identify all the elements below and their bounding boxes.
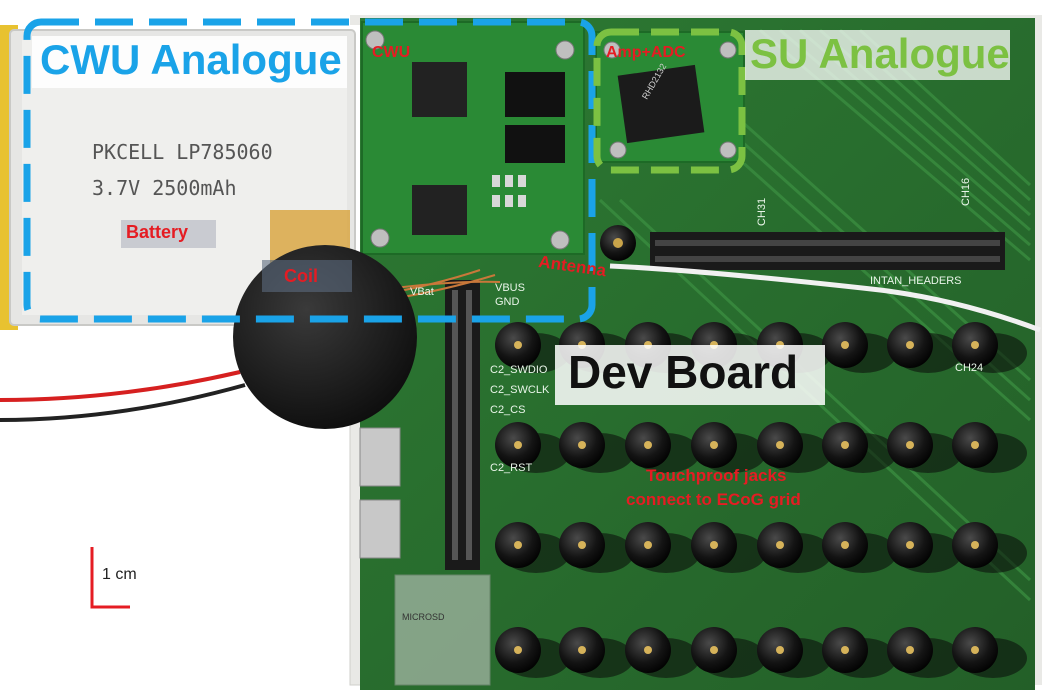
jack-pin [841, 341, 849, 349]
battery-label: Battery [126, 222, 189, 242]
silk-vbat: VBat [410, 286, 434, 298]
silk-c2-swclk: C2_SWCLK [490, 384, 550, 396]
jack-pin [906, 646, 914, 654]
jack-pin [644, 646, 652, 654]
jack-pin [644, 441, 652, 449]
amp-adc-board [595, 31, 745, 163]
silk-vbus: VBUS [495, 282, 525, 294]
battery-print-line1: PKCELL LP785060 [92, 140, 273, 164]
cwu-label: CWU [372, 44, 411, 61]
jack-pin [906, 541, 914, 549]
jack-pin [776, 541, 784, 549]
coil-label: Coil [284, 266, 318, 286]
silk-intan-headers: INTAN_HEADERS [870, 275, 962, 287]
jack-pin [514, 441, 522, 449]
battery-print-line2: 3.7V 2500mAh [92, 176, 237, 200]
jack-pin [906, 341, 914, 349]
jack-pin [971, 341, 979, 349]
jack-pin [710, 541, 718, 549]
jack-pin [841, 441, 849, 449]
su-analogue-outline [593, 28, 746, 174]
scale-label: 1 cm [102, 566, 137, 583]
silk-ch24: CH24 [955, 362, 984, 374]
silk-ch31: CH31 [756, 197, 768, 226]
jack-pin [971, 441, 979, 449]
antenna-wire [609, 263, 1041, 333]
silk-microsd: MICROSD [402, 612, 445, 622]
cwu-analogue-label: CWU Analogue [40, 36, 342, 83]
jack-pin [971, 541, 979, 549]
cwu-board [361, 21, 585, 255]
dev-board-label: Dev Board [568, 346, 799, 398]
amp-adc-label: Amp+ADC [606, 44, 686, 61]
jack-pin [971, 646, 979, 654]
silk-ch16: CH16 [960, 177, 972, 206]
jack-pin [776, 646, 784, 654]
silk-c2-swdio: C2_SWDIO [490, 364, 548, 376]
jack-pin [514, 646, 522, 654]
scale-bar [90, 547, 130, 609]
touchproof-label-line1: Touchproof jacks [646, 466, 787, 485]
jack-pin [578, 646, 586, 654]
su-analogue-label: SU Analogue [750, 30, 1010, 77]
silk-gnd: GND [495, 296, 520, 308]
jack-pin [710, 646, 718, 654]
jack-pin [644, 541, 652, 549]
jack-pin [841, 541, 849, 549]
touchproof-label-line2: connect to ECoG grid [626, 490, 801, 509]
jack-pin [514, 541, 522, 549]
jack-pin [906, 441, 914, 449]
jack-pin [841, 646, 849, 654]
jack-pin [710, 441, 718, 449]
cwu-analogue-outline [23, 18, 596, 323]
jack-pin [514, 341, 522, 349]
silk-c2-rst: C2_RST [490, 462, 533, 474]
silk-c2-cs: C2_CS [490, 404, 526, 416]
jack-pin [776, 441, 784, 449]
jack-pin [578, 441, 586, 449]
jack-pin [578, 541, 586, 549]
